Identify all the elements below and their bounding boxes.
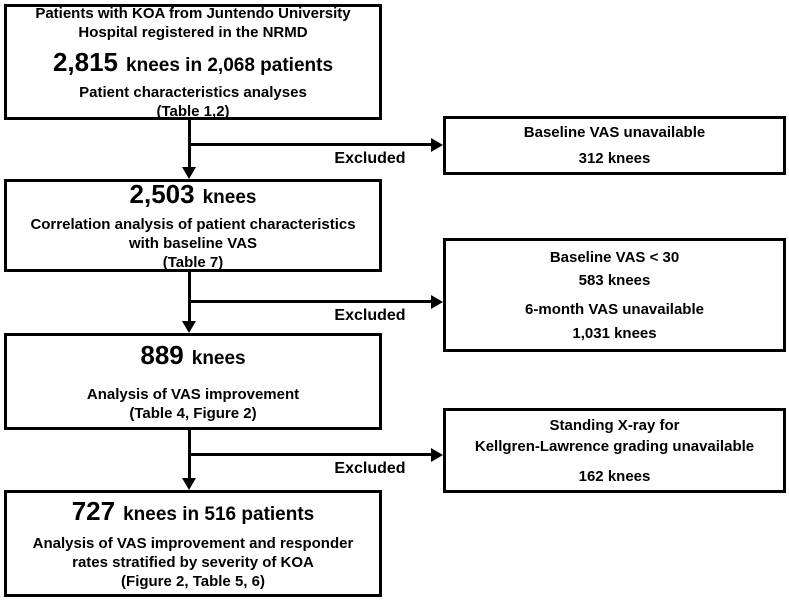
connector-horizontal-3 bbox=[189, 453, 431, 456]
stratified-desc-line1: Analysis of VAS improvement and responde… bbox=[32, 535, 354, 552]
correlation-knee-count: 2,503 bbox=[129, 179, 195, 209]
arrow-right-icon-2 bbox=[431, 295, 443, 309]
excluded2-line2: 583 knees bbox=[578, 271, 651, 289]
vas-improvement-desc-line1: Analysis of VAS improvement bbox=[86, 386, 300, 403]
excluded-label-3: Excluded bbox=[334, 460, 406, 477]
box-excluded-baseline-vas: Baseline VAS unavailable 312 knees bbox=[443, 116, 786, 175]
correlation-stat-text: knees bbox=[202, 187, 257, 208]
registry-title-line1: Patients with KOA from Juntendo Universi… bbox=[35, 4, 351, 22]
excluded2-line1: Baseline VAS < 30 bbox=[549, 248, 680, 266]
registry-stat: 2,815 knees in 2,068 patients bbox=[53, 47, 333, 82]
arrow-down-icon-3 bbox=[182, 478, 196, 490]
arrow-right-icon-3 bbox=[431, 448, 443, 462]
excluded3-line1: Standing X-ray for bbox=[549, 416, 680, 434]
registry-title-line2: Hospital registered in the NRMD bbox=[78, 23, 308, 41]
correlation-stat: 2,503 knees bbox=[130, 179, 257, 214]
box-registry: Patients with KOA from Juntendo Universi… bbox=[4, 4, 382, 120]
correlation-desc-line1: Correlation analysis of patient characte… bbox=[30, 216, 356, 233]
excluded-label-1: Excluded bbox=[334, 150, 406, 167]
correlation-desc-line3: (Table 7) bbox=[162, 254, 224, 271]
box-excluded-vas30-6month: Baseline VAS < 30 583 knees 6-month VAS … bbox=[443, 238, 786, 352]
excluded1-line1: Baseline VAS unavailable bbox=[523, 124, 706, 141]
box-vas-improvement: 889 knees Analysis of VAS improvement (Ta… bbox=[4, 333, 382, 430]
registry-stat-text: knees in 2,068 patients bbox=[126, 54, 334, 76]
box-excluded-xray: Standing X-ray for Kellgren-Lawrence gra… bbox=[443, 408, 786, 493]
arrow-down-icon-1 bbox=[182, 167, 196, 179]
registry-desc-line2: (Table 1,2) bbox=[156, 102, 230, 120]
connector-vertical-2 bbox=[188, 272, 191, 322]
box-correlation-analysis: 2,503 knees Correlation analysis of patie… bbox=[4, 179, 382, 272]
excluded3-line2: Kellgren-Lawrence grading unavailable bbox=[474, 437, 755, 455]
stratified-stat-text: knees in 516 patients bbox=[123, 504, 315, 525]
connector-horizontal-2 bbox=[189, 300, 431, 303]
stratified-desc-line3: (Figure 2, Table 5, 6) bbox=[121, 573, 265, 590]
registry-desc-line1: Patient characteristics analyses bbox=[79, 83, 307, 101]
connector-horizontal-1 bbox=[189, 143, 431, 146]
arrow-down-icon-2 bbox=[182, 321, 196, 333]
excluded3-line3: 162 knees bbox=[578, 467, 651, 485]
correlation-desc-line2: with baseline VAS bbox=[128, 235, 258, 252]
excluded-label-2: Excluded bbox=[334, 307, 406, 324]
box-stratified-analysis: 727 knees in 516 patients Analysis of VAS… bbox=[4, 490, 382, 597]
stratified-knee-count: 727 bbox=[71, 496, 116, 526]
vas-improvement-desc-line2: (Table 4, Figure 2) bbox=[129, 405, 257, 422]
excluded2-line3: 6-month VAS unavailable bbox=[525, 300, 704, 318]
stratified-desc-line2: rates stratified by severity of KOA bbox=[72, 554, 314, 571]
arrow-right-icon-1 bbox=[431, 138, 443, 152]
excluded2-line4: 1,031 knees bbox=[572, 324, 657, 342]
excluded1-line2: 312 knees bbox=[578, 150, 651, 167]
registry-knee-count: 2,815 bbox=[52, 46, 119, 77]
vas-improvement-stat: 889 knees bbox=[140, 340, 245, 375]
vas-improvement-stat-text: knees bbox=[191, 348, 246, 369]
stratified-stat: 727 knees in 516 patients bbox=[72, 496, 315, 531]
vas-improvement-knee-count: 889 bbox=[140, 340, 184, 370]
